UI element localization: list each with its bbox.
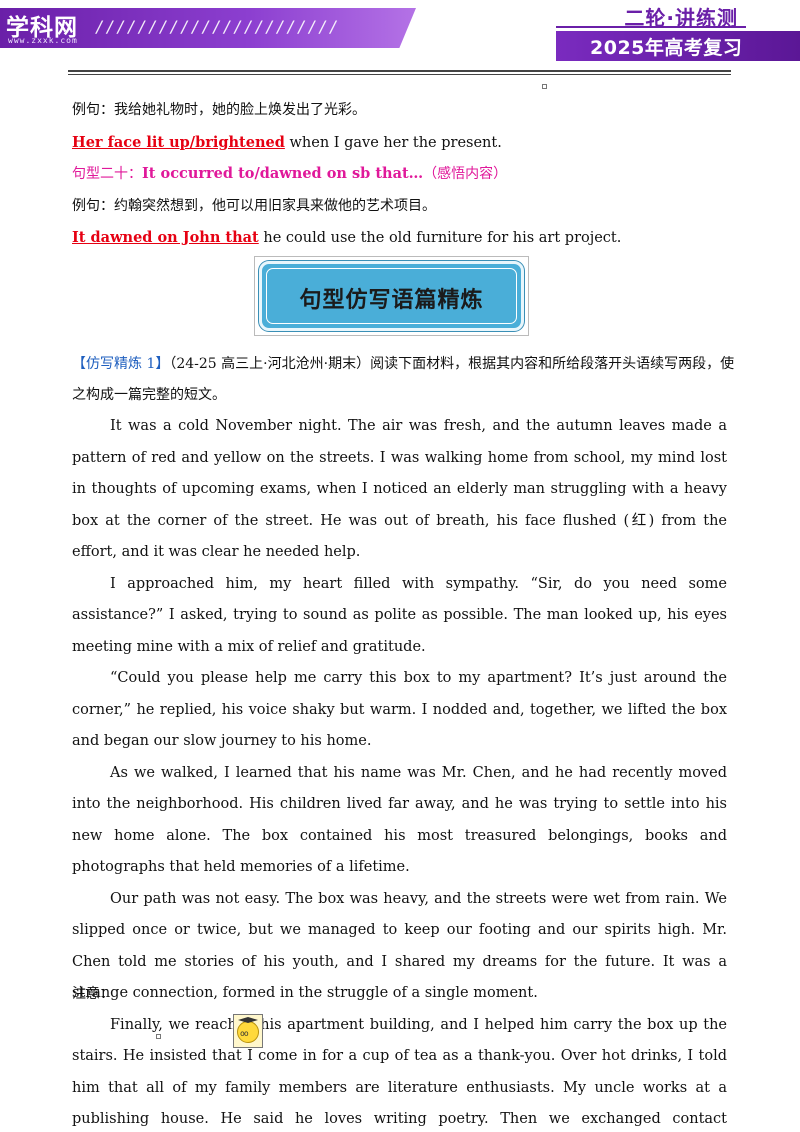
banner-title: 句型仿写语篇精炼 — [299, 288, 484, 313]
note-label: 注意： — [72, 986, 114, 1002]
banner-plate: 句型仿写语篇精炼 — [259, 261, 524, 331]
reading-passage: It was a cold November night. The air wa… — [72, 411, 727, 1132]
series-title: 二轮·讲练测 — [624, 6, 738, 30]
example-1-cn: 例句：我给她礼物时，她的脸上焕发出了光彩。 — [72, 102, 366, 118]
task-instruction: 【仿写精炼 1】（24-25 高三上·河北沧州·期末）阅读下面材料，根据其内容和… — [72, 354, 735, 374]
mascot-icon: oo — [233, 1014, 263, 1048]
example-2-en: It dawned on John that he could use the … — [72, 228, 621, 248]
task-label: 【仿写精炼 1】 — [72, 356, 170, 372]
pattern-20-label: 句型二十： — [72, 166, 142, 182]
example-2-cn: 例句：约翰突然想到，他可以用旧家具来做他的艺术项目。 — [72, 198, 436, 214]
passage-paragraph: “Could you please help me carry this box… — [72, 670, 727, 749]
header-left-band — [0, 8, 416, 48]
anchor-marker — [542, 84, 547, 89]
example-1-en: Her face lit up/brightened when I gave h… — [72, 133, 502, 153]
passage-paragraph: As we walked, I learned that his name wa… — [72, 764, 727, 876]
page-header: 学科网 www.zxxk.com ///////////////////////… — [0, 0, 800, 66]
header-divider — [556, 26, 746, 28]
graduation-cap-icon — [238, 1017, 258, 1023]
pattern-20-en: It occurred to/dawned on sb that… — [142, 165, 424, 182]
example-2-highlight: It dawned on John that — [72, 229, 259, 246]
passage-paragraph: I approached him, my heart filled with s… — [72, 575, 727, 655]
header-rule-thin — [68, 74, 731, 75]
example-1-highlight: Her face lit up/brightened — [72, 134, 285, 151]
task-continuation: 之构成一篇完整的短文。 — [72, 387, 226, 403]
header-rule — [68, 70, 731, 72]
glasses-icon: oo — [240, 1029, 249, 1038]
banner-frame — [266, 268, 517, 324]
anchor-marker — [156, 1034, 161, 1039]
example-2-rest: he could use the old furniture for his a… — [258, 230, 622, 246]
site-logo: 学科网 — [6, 15, 78, 41]
task-source: （24-25 高三上·河北沧州·期末）阅读下面材料，根据其内容和所给段落开头语续… — [169, 356, 735, 372]
site-logo-url: www.zxxk.com — [8, 36, 78, 45]
pattern-20-note: （感悟内容） — [423, 166, 508, 182]
year-title: 2025年高考复习 — [590, 37, 743, 59]
pattern-20: 句型二十：It occurred to/dawned on sb that…（感… — [72, 164, 507, 184]
example-1-rest: when I gave her the present. — [284, 135, 502, 151]
header-stripes: /////////////////////// — [95, 17, 340, 36]
header-right-band — [556, 31, 800, 61]
passage-paragraph: It was a cold November night. The air wa… — [72, 418, 727, 560]
passage-paragraph: Finally, we reached his apartment buildi… — [72, 1016, 727, 1128]
section-banner: 句型仿写语篇精炼 — [254, 256, 529, 336]
passage-paragraph: Our path was not easy. The box was heavy… — [72, 890, 727, 1002]
